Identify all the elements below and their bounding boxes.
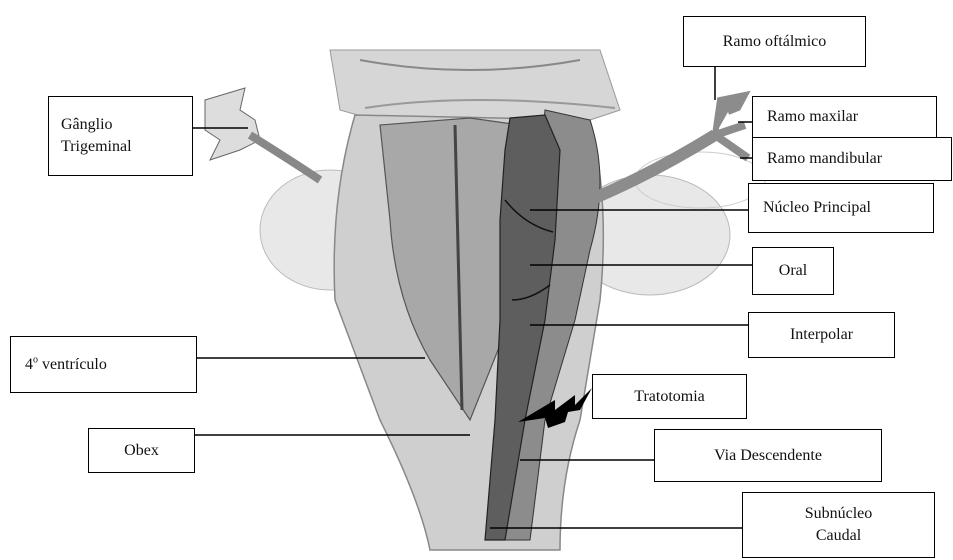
label-subnucleo-line1: Subnúcleo: [805, 503, 873, 525]
label-subnucleo-caudal: Subnúcleo Caudal: [742, 492, 935, 558]
label-ramo-maxilar: Ramo maxilar: [752, 96, 937, 138]
label-tratotomia-text: Tratotomia: [634, 386, 705, 408]
label-via-descendente: Via Descendente: [654, 429, 882, 482]
label-tratotomia: Tratotomia: [592, 374, 747, 419]
label-obex-text: Obex: [124, 440, 159, 462]
label-ganglio-line1: Gânglio: [61, 114, 113, 136]
label-ventriculo-num: 4: [25, 356, 33, 373]
label-ramo-oftalmico: Ramo oftálmico: [683, 16, 866, 67]
label-subnucleo-line2: Caudal: [816, 525, 861, 547]
label-via-descendente-text: Via Descendente: [714, 445, 822, 467]
label-interpolar-text: Interpolar: [790, 324, 853, 346]
left-trigeminal-root: [250, 135, 320, 180]
label-obex: Obex: [88, 428, 195, 473]
label-nucleo-principal-text: Núcleo Principal: [763, 197, 871, 219]
label-oral: Oral: [752, 247, 834, 295]
label-ramo-mandibular-text: Ramo mandibular: [767, 148, 882, 170]
label-quarto-ventriculo: 4o ventrículo: [10, 336, 197, 393]
label-ventriculo-word: ventrículo: [38, 356, 107, 373]
label-ramo-maxilar-text: Ramo maxilar: [767, 106, 858, 128]
label-interpolar: Interpolar: [748, 312, 895, 358]
left-trigeminal-ganglion: [205, 88, 260, 160]
label-ganglio-trigeminal: Gânglio Trigeminal: [48, 96, 193, 176]
label-oral-text: Oral: [779, 260, 807, 282]
label-ramo-mandibular: Ramo mandibular: [752, 137, 952, 181]
label-nucleo-principal: Núcleo Principal: [748, 183, 934, 233]
mandibular-branch: [715, 135, 748, 158]
label-ventriculo-text: 4o ventrículo: [25, 354, 107, 376]
label-ramo-oftalmico-text: Ramo oftálmico: [723, 31, 827, 53]
label-ganglio-line2: Trigeminal: [61, 136, 132, 158]
